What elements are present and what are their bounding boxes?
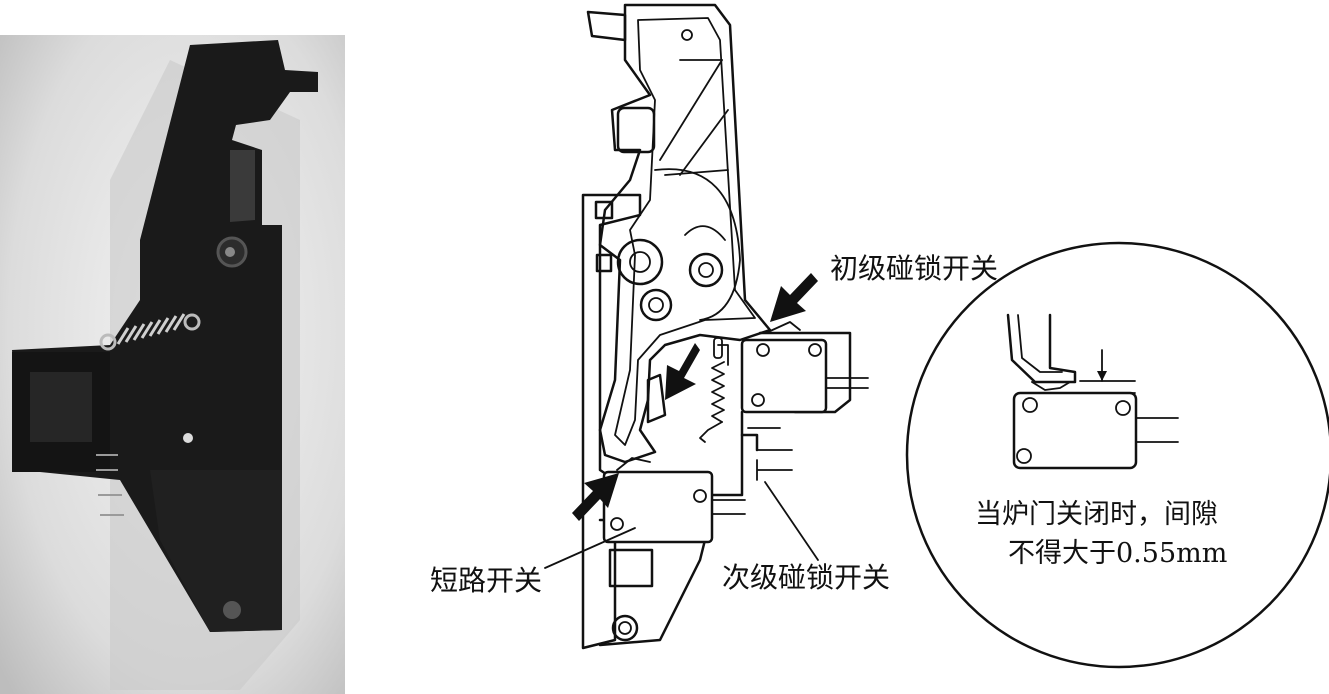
photo-spring-end	[99, 333, 117, 351]
detail-switch-pins	[1135, 417, 1179, 443]
lever-top-tab	[586, 10, 627, 42]
arrow-lever-down	[665, 343, 700, 400]
secondary-latch-switch-drawing	[710, 410, 793, 497]
label-short-switch: 短路开关	[430, 564, 542, 597]
photo-rivet	[183, 433, 193, 443]
detail-lever	[1006, 313, 1077, 384]
back-plate-hole-outer	[611, 614, 639, 642]
pivot-main-outer	[616, 238, 664, 286]
detail-note-line1: 当炉门关闭时，间隙	[975, 499, 1218, 530]
gap-detail-inset: 当炉门关闭时，间隙 不得大于0.55mm	[905, 241, 1329, 669]
lever-inner-notch	[684, 225, 726, 241]
leader-secondary-switch	[764, 481, 819, 561]
primary-switch-body	[740, 338, 828, 414]
latch-drawing: 初级碰锁开关 次级碰锁开关 短路开关	[430, 3, 998, 650]
arrow-primary-switch	[770, 273, 818, 322]
leader-short-switch	[544, 527, 636, 569]
lever-cam-arc	[654, 168, 741, 321]
lever-knob	[616, 106, 656, 154]
label-secondary-switch: 次级碰锁开关	[722, 561, 890, 594]
back-plate-window	[608, 548, 654, 588]
pivot-main-inner	[629, 251, 651, 273]
lever-top-hole	[681, 29, 693, 41]
pivot-lower-outer	[639, 288, 673, 322]
primary-switch-actuator	[767, 321, 801, 333]
detail-circle	[905, 241, 1329, 669]
primary-latch-switch-drawing	[740, 321, 869, 414]
photo-spring	[116, 313, 186, 345]
lower-hook	[646, 373, 667, 424]
photo-bottom-hole	[223, 601, 241, 619]
short-switch-body	[602, 470, 714, 544]
photo-switch-left-face	[30, 372, 92, 442]
spring-top-anchor	[713, 337, 723, 359]
latch-photo	[0, 35, 345, 694]
back-plate-hole-inner	[618, 621, 632, 635]
detail-lever-foot	[1031, 381, 1071, 391]
photo-pins	[96, 454, 124, 516]
pivot-right-outer	[688, 252, 724, 288]
detail-note-line2: 不得大于0.55mm	[1008, 538, 1227, 569]
arrow-short-switch	[572, 473, 619, 521]
back-plate-outline	[581, 193, 642, 650]
detail-switch-body	[1012, 391, 1138, 470]
label-primary-switch: 初级碰锁开关	[830, 252, 998, 285]
lever-ribs	[659, 59, 729, 176]
spring	[699, 337, 729, 443]
back-plate-square	[595, 253, 613, 273]
photo-bottom-plate	[150, 470, 282, 632]
photo-highlight	[230, 150, 255, 222]
lever-inner-outline	[614, 17, 756, 446]
pivot-right-inner	[698, 262, 714, 278]
pivot-lower-inner	[648, 297, 664, 313]
photo-spring-anchor	[183, 313, 201, 331]
photo-hole	[225, 247, 235, 257]
spring-coil	[711, 361, 725, 423]
short-switch-drawing	[602, 457, 746, 544]
